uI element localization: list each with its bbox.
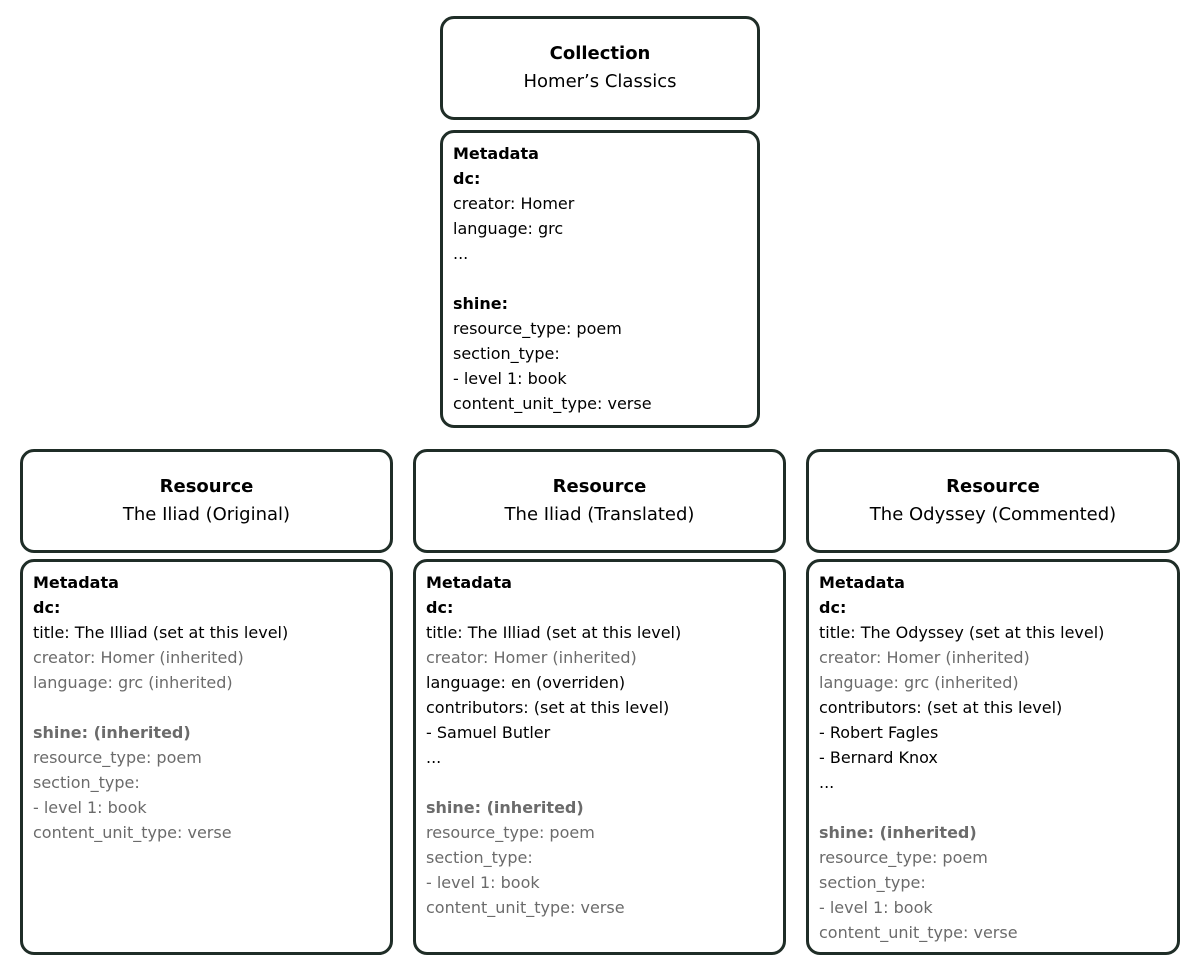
metadata-line: creator: Homer (453, 194, 575, 213)
metadata-line: contributors: (set at this level) (426, 698, 670, 717)
metadata-line: - level 1: book (426, 873, 540, 892)
metadata-line: - Samuel Butler (426, 723, 551, 742)
metadata-line: ... (426, 748, 442, 767)
metadata-line: ... (453, 244, 469, 263)
metadata-line: resource_type: poem (819, 848, 988, 867)
resource-header-box-3: Resource The Odyssey (Commented) (806, 449, 1180, 553)
metadata-line: Metadata (426, 573, 512, 592)
metadata-line: content_unit_type: verse (453, 394, 652, 413)
metadata-line: content_unit_type: verse (819, 923, 1018, 942)
collection-name: Homer’s Classics (523, 71, 677, 92)
metadata-line: - Bernard Knox (819, 748, 938, 767)
metadata-line: section_type: (819, 873, 926, 892)
resource-metadata-box-2: Metadata dc: title: The Illiad (set at thi… (413, 559, 786, 955)
metadata-line: resource_type: poem (453, 319, 622, 338)
resource-kind-label: Resource (946, 476, 1040, 497)
metadata-line: shine: (inherited) (819, 823, 977, 842)
resource-name: The Iliad (Original) (122, 504, 291, 525)
resource-metadata-lines-2: Metadata dc: title: The Illiad (set at thi… (426, 570, 773, 920)
resource-name: The Iliad (Translated) (504, 504, 695, 525)
resource-header-box-2: Resource The Iliad (Translated) (413, 449, 786, 553)
resource-header-box-1: Resource The Iliad (Original) (20, 449, 393, 553)
metadata-spacer (426, 770, 773, 795)
metadata-line: content_unit_type: verse (426, 898, 625, 917)
metadata-line: language: en (overriden) (426, 673, 626, 692)
metadata-spacer (33, 695, 380, 720)
metadata-line: creator: Homer (inherited) (33, 648, 244, 667)
metadata-spacer (453, 266, 747, 291)
metadata-line: dc: (33, 598, 61, 617)
metadata-line: section_type: (453, 344, 560, 363)
metadata-line: - Robert Fagles (819, 723, 939, 742)
collection-header-box: Collection Homer’s Classics (440, 16, 760, 120)
metadata-line: resource_type: poem (33, 748, 202, 767)
metadata-line: - level 1: book (453, 369, 567, 388)
metadata-line: dc: (426, 598, 454, 617)
collection-metadata-box: Metadata dc: creator: Homer language: grc..… (440, 130, 760, 428)
collection-metadata-lines: Metadata dc: creator: Homer language: grc..… (453, 141, 747, 416)
metadata-line: dc: (453, 169, 481, 188)
metadata-line: dc: (819, 598, 847, 617)
metadata-line: Metadata (819, 573, 905, 592)
collection-kind-label: Collection (549, 43, 651, 64)
metadata-line: title: The Odyssey (set at this level) (819, 623, 1105, 642)
metadata-line: shine: (inherited) (33, 723, 191, 742)
metadata-line: - level 1: book (819, 898, 933, 917)
metadata-line: title: The Illiad (set at this level) (426, 623, 682, 642)
metadata-line: language: grc (inherited) (33, 673, 233, 692)
metadata-line: shine: (453, 294, 509, 313)
metadata-line: language: grc (inherited) (819, 673, 1019, 692)
metadata-line: Metadata (33, 573, 119, 592)
resource-kind-label: Resource (159, 476, 254, 497)
metadata-line: creator: Homer (inherited) (819, 648, 1030, 667)
metadata-line: language: grc (453, 219, 564, 238)
metadata-line: title: The Illiad (set at this level) (33, 623, 289, 642)
metadata-line: - level 1: book (33, 798, 147, 817)
resource-metadata-lines-3: Metadata dc: title: The Odyssey (set at th… (819, 570, 1167, 945)
resource-name: The Odyssey (Commented) (869, 504, 1117, 525)
metadata-line: section_type: (33, 773, 140, 792)
metadata-line: section_type: (426, 848, 533, 867)
resource-metadata-box-3: Metadata dc: title: The Odyssey (set at th… (806, 559, 1180, 955)
resource-kind-label: Resource (552, 476, 647, 497)
metadata-line: creator: Homer (inherited) (426, 648, 637, 667)
resource-metadata-box-1: Metadata dc: title: The Illiad (set at thi… (20, 559, 393, 955)
metadata-line: contributors: (set at this level) (819, 698, 1063, 717)
metadata-spacer (819, 795, 1167, 820)
resource-metadata-lines-1: Metadata dc: title: The Illiad (set at thi… (33, 570, 380, 845)
metadata-line: resource_type: poem (426, 823, 595, 842)
metadata-line: ... (819, 773, 835, 792)
metadata-line: content_unit_type: verse (33, 823, 232, 842)
metadata-line: shine: (inherited) (426, 798, 584, 817)
metadata-line: Metadata (453, 144, 539, 163)
